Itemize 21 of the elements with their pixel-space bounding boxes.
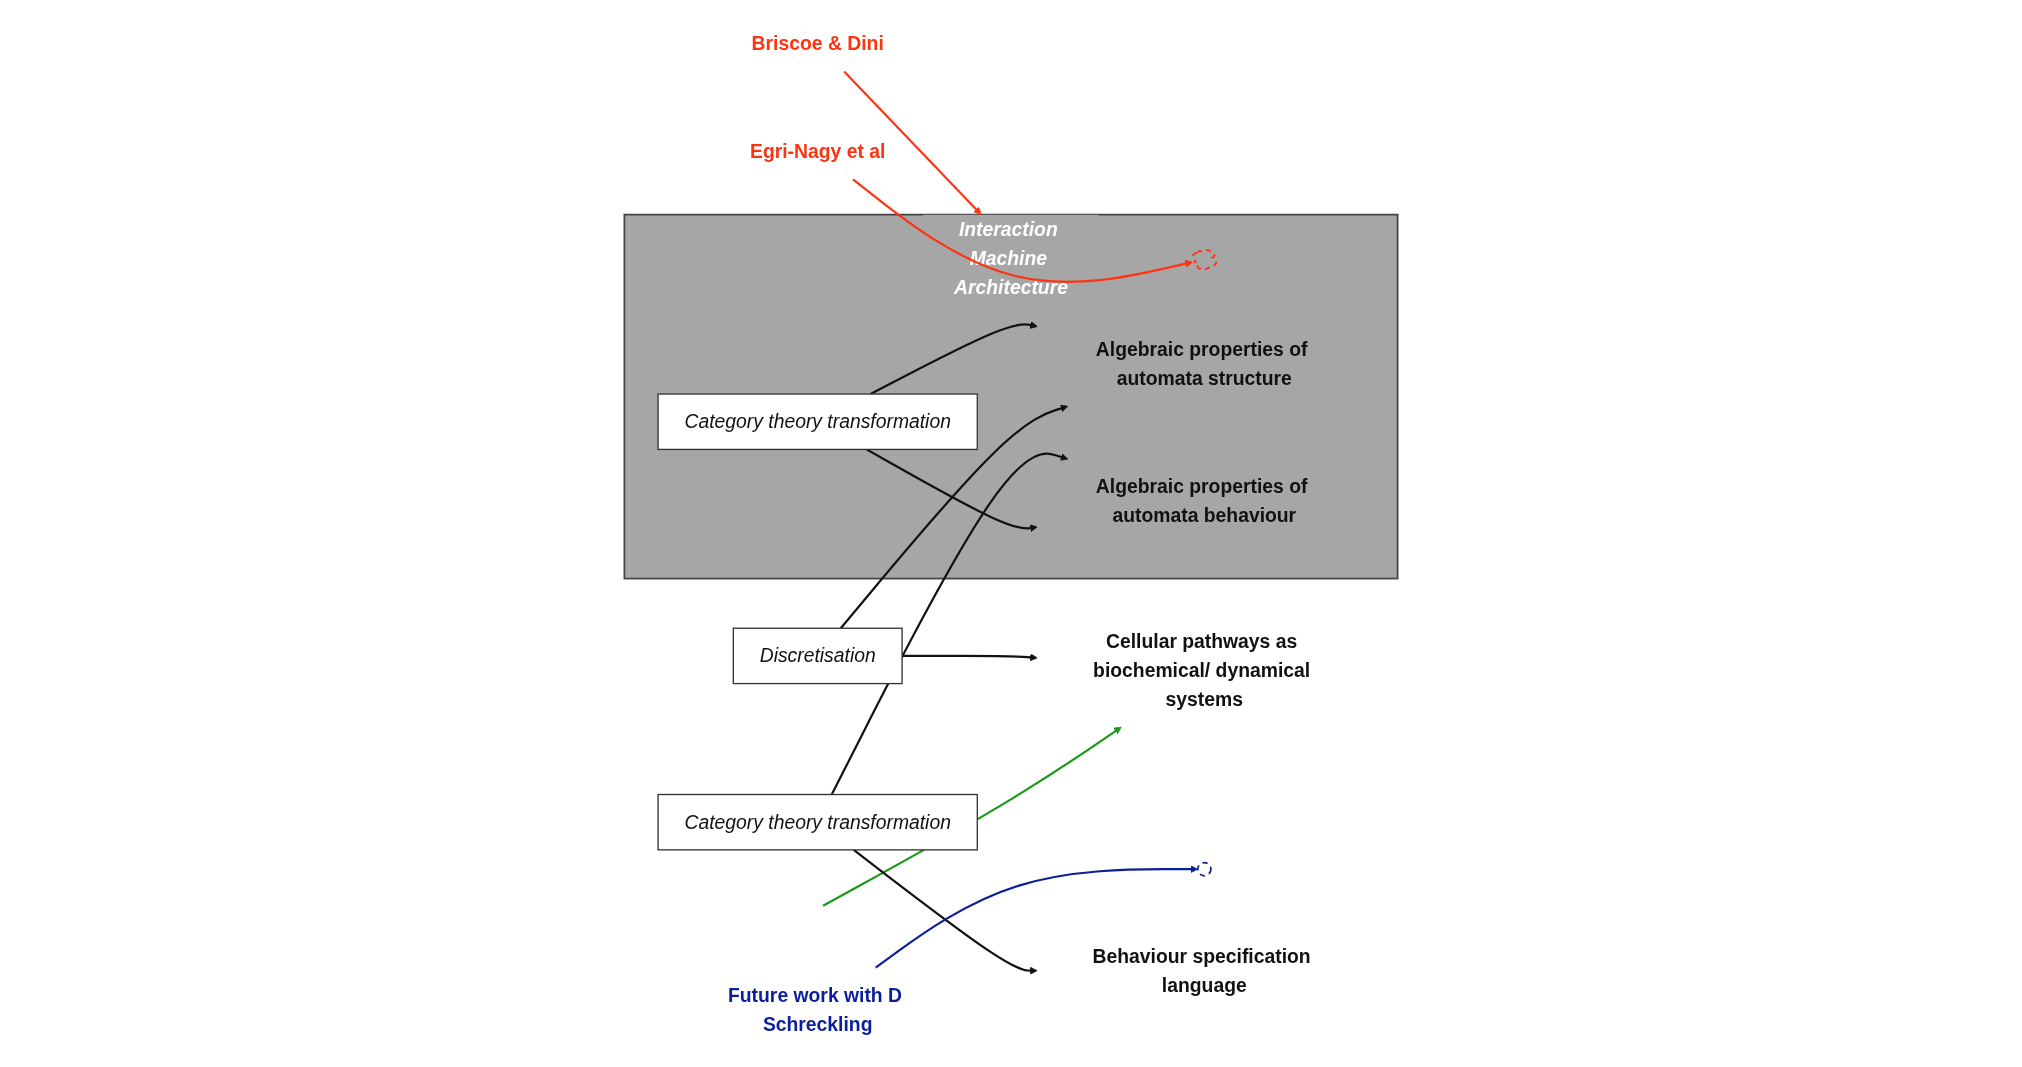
arrow [839, 404, 1069, 629]
arrow [870, 320, 1038, 395]
arrow [852, 178, 1193, 283]
node-box: Category theory transformation [657, 392, 978, 450]
arrow [843, 70, 982, 215]
node-text: Egri-Nagy et al [750, 140, 886, 163]
node-cloud [1191, 248, 1218, 270]
node-text: Cellular pathways as biochemical/ dynamical systems [1093, 629, 1311, 710]
node-box: Category theory transformation [657, 793, 978, 851]
node-text: Future work with D Schreckling [728, 983, 902, 1035]
arrow [902, 653, 1038, 661]
node-text: Algebraic properties of automata structure [1095, 338, 1308, 390]
arrow [830, 452, 1069, 795]
arrow [853, 848, 1038, 975]
node-ellipse [1196, 861, 1212, 877]
node-text: Briscoe & Dini [751, 32, 884, 55]
node-text: Behaviour specification language [1092, 944, 1311, 996]
node-box: Discretisation [732, 627, 903, 684]
arrow [875, 864, 1199, 968]
node-text: Algebraic properties of automata behaviour [1095, 475, 1308, 527]
arrow [866, 447, 1038, 532]
